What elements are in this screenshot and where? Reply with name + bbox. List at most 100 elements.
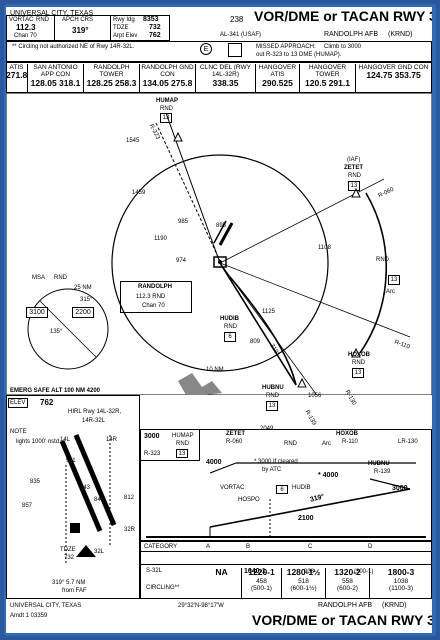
profile-4000: 4000 <box>206 459 222 466</box>
hoxob-dme-box: 13 <box>352 368 364 378</box>
hubnu-label: HUBNU <box>262 385 284 391</box>
comm-freq: 134.05 275.8 <box>142 77 193 88</box>
missed-label: MISSED APPROACH: <box>256 44 316 50</box>
elev-1125: 1125 <box>262 309 275 315</box>
comm-freq: 128.25 258.3 <box>86 77 137 88</box>
comm-name: ATIS <box>9 64 24 71</box>
header-airport-code: (KRND) <box>388 31 413 38</box>
from-faf: 319° 5.7 NM <box>52 580 86 586</box>
iaf-label: (IAF) <box>347 157 361 163</box>
from-faf-2: from FAF <box>62 588 87 594</box>
randolph-label: RANDOLPH <box>138 284 172 290</box>
rwy-14r: 14R <box>106 437 118 443</box>
chart-title: VOR/DME or TACAN RWY 32L <box>254 8 432 24</box>
circling-v: 1320-2 <box>334 567 361 577</box>
profile-hubnu: HUBNU <box>368 461 390 467</box>
notes-box <box>6 41 432 62</box>
profile-zetet: ZETET <box>226 431 245 437</box>
missed-approach-icon <box>228 43 242 57</box>
profile-arc-rnd: RND <box>284 441 297 447</box>
missed-text-2: out R-323 to 13 DME (HUMAP). <box>256 52 342 58</box>
tdze-label: TDZE <box>113 25 129 31</box>
elev-911: 911 <box>66 458 76 464</box>
vortac-info-box <box>120 281 192 313</box>
vortac-label: VORTAC <box>9 17 34 23</box>
circling-label: CIRCLING** <box>146 585 180 591</box>
humap-label: HUMAP <box>156 98 178 104</box>
elev-857: 857 <box>22 503 33 509</box>
radial-r110 <box>219 262 411 338</box>
r139-label: R-139 <box>303 409 317 427</box>
elev-1056: 1056 <box>308 393 322 399</box>
profile-cleared-note-2: by ATC <box>262 467 282 473</box>
min-header-cell: CATEGORY <box>144 544 178 550</box>
e-symbol-icon: E <box>200 43 212 55</box>
msa-bearing-315: 315° <box>80 297 93 303</box>
tdze-diag-value: 732 <box>64 555 75 561</box>
profile-hudib: HUDIB <box>292 485 311 491</box>
comm-name: SAN ANTONIO APP CON <box>33 64 78 79</box>
chart-id: 238 <box>230 15 244 24</box>
min-header-cell: D <box>368 544 373 550</box>
zetet-label: ZETET <box>344 165 363 171</box>
randolph-freq: 112.3 RND <box>136 294 166 300</box>
elev-844: 844 <box>94 497 105 503</box>
profile-r139: R-139 <box>374 469 391 475</box>
hirl-note-2: 14R-32L <box>82 418 106 424</box>
comm-freq: 290.525 <box>262 77 293 88</box>
footer-airport: RANDOLPH AFB <box>318 602 373 609</box>
apch-crs-label: APCH CRS <box>62 17 94 23</box>
airport-diagram <box>59 434 117 565</box>
comm-freq: 271.8 <box>6 70 28 81</box>
radial-r060 <box>219 178 385 264</box>
profile-r060: R-060 <box>226 439 243 445</box>
min-header-cell: A <box>206 544 211 550</box>
arc-to-final <box>229 276 297 386</box>
msa-bearing-135: 135° <box>50 329 63 335</box>
arc-label: Arc <box>386 289 395 295</box>
circling-note: ** Circling not authorized NE of Rwy 14R… <box>12 44 135 50</box>
water-area <box>178 373 222 395</box>
circling-p: (600-2) <box>337 585 358 593</box>
elev-843: 843 <box>80 485 91 491</box>
comm-freq: 124.75 353.75 <box>366 70 421 81</box>
comm-name: RANDOLPH GND CON <box>141 64 194 79</box>
msa-label: MSA <box>32 275 46 281</box>
msa-circle <box>27 288 109 370</box>
profile-cleared-note: * 3000 If cleared <box>254 459 298 465</box>
profile-box <box>140 429 432 541</box>
rwy-32r: 32R <box>124 527 136 533</box>
min-header-cell: C <box>308 544 313 550</box>
circling-v: 1800-3 <box>387 567 415 577</box>
circling-v: NA <box>215 567 228 577</box>
runway-symbol <box>218 222 234 246</box>
ten-nm-ring <box>111 154 329 372</box>
profile-humap: HUMAP <box>172 433 194 439</box>
rwy-32l: 32L <box>94 549 105 555</box>
emerg-safe-alt: EMERG SAFE ALT 100 NM 4200 <box>10 388 101 394</box>
profile-hospo: HOSPO <box>238 497 260 503</box>
arpt-elev: 762 <box>149 32 161 39</box>
tdze-diag-label: TDZE <box>60 547 76 553</box>
elev-1459: 1459 <box>132 190 146 196</box>
zetet-rnd: RND <box>348 173 361 179</box>
elev-label: ELEV <box>10 400 26 406</box>
circling-h: 518 <box>298 577 309 585</box>
footer-location: UNIVERSAL CITY, TEXAS <box>10 603 82 609</box>
rwy-14l: 14L <box>60 437 71 443</box>
elev-974: 974 <box>176 258 187 264</box>
comm-freq: 128.05 318.1 <box>30 77 81 88</box>
elev-835: 835 <box>30 479 41 485</box>
missed-text-1: Climb to 3000 <box>324 44 362 50</box>
profile-lr130: LR-130 <box>398 439 418 445</box>
footer-coords: 29°32'N-98°17'W <box>178 603 224 609</box>
comm-name: HANGOVER ATIS <box>258 64 297 79</box>
elev-985: 985 <box>178 219 189 225</box>
hudib-rnd: RND <box>224 324 237 330</box>
elev-1108: 1108 <box>318 245 331 251</box>
vortac-rnd: RND <box>36 17 49 23</box>
